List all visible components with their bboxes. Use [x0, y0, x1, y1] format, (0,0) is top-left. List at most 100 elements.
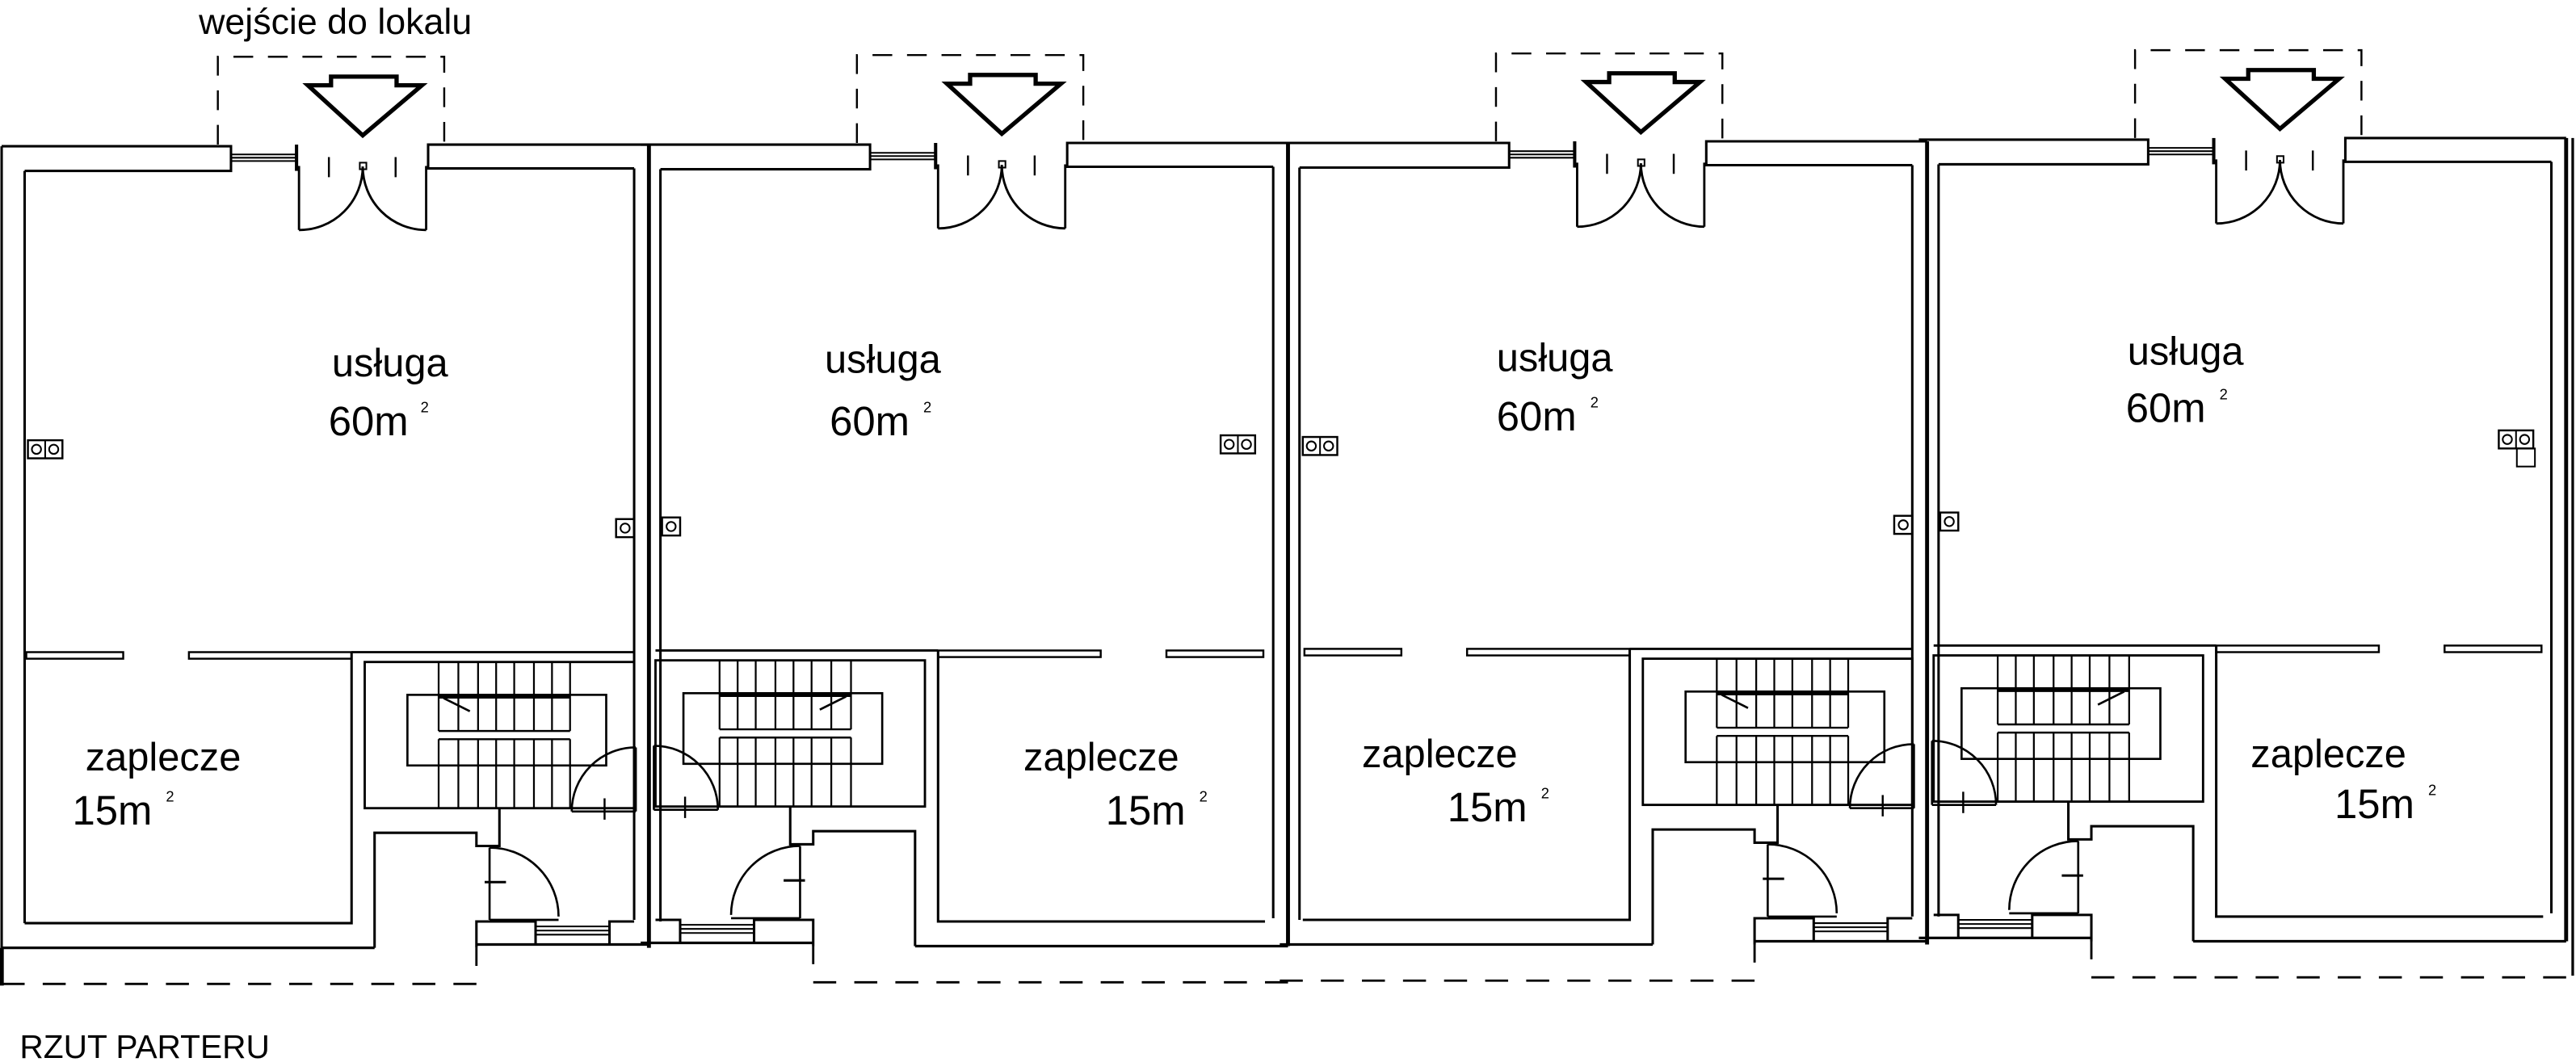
door-tick-marks: [327, 157, 397, 178]
door-tick-marks: [2245, 150, 2314, 171]
room-area: 60m: [2126, 385, 2206, 431]
walls-and-fixtures: [0, 48, 2574, 986]
unit-1: [0, 56, 651, 986]
door-center-post: [359, 162, 368, 170]
rear-window-icon: [536, 926, 610, 936]
rear-wall-opening: [1753, 917, 1913, 945]
stair-landing: [1960, 686, 2162, 761]
socket-box-single-icon: [1939, 511, 1960, 532]
entrance-door-leaf-left-icon: [936, 164, 1003, 230]
partition-wall-segment: [1465, 648, 1631, 657]
area-superscript: 2: [2220, 385, 2228, 402]
entrance-arrow-icon: [941, 73, 1067, 137]
unit-4: [1918, 48, 2569, 979]
stair-landing: [1684, 690, 1886, 764]
room-area: 60m: [329, 398, 409, 444]
entrance-arrow-icon: [1580, 71, 1706, 136]
partition-wall-segment: [1303, 648, 1403, 657]
rear-section: [2, 651, 649, 985]
back-room-area: 15m: [1448, 784, 1528, 830]
entrance-canopy-outline: [1494, 52, 1724, 141]
rear-section: [1280, 648, 1927, 982]
partition-wall-segment: [2444, 644, 2543, 653]
unit-2: [641, 53, 1290, 984]
vestibule-wall: [2067, 801, 2195, 942]
rear-window-icon: [1958, 918, 2032, 930]
entrance-door-leaf-right-icon: [2279, 159, 2345, 225]
entrance-canopy-outline: [855, 53, 1085, 144]
stair-direction-arrow-icon: [1721, 694, 1749, 709]
rear-door-icon: [488, 846, 560, 921]
room-area: 60m: [1497, 393, 1577, 439]
front-wall-left: [641, 143, 872, 171]
staircase-outline: [1932, 654, 2204, 803]
back-room-name: zaplecze: [1023, 736, 1179, 779]
stair-flight-edges: [439, 729, 570, 741]
small-box-icon: [2515, 447, 2536, 468]
back-room-wall: [1302, 649, 1632, 921]
stair-direction-arrow-icon: [819, 695, 847, 711]
entrance-door-leaf-left-icon: [297, 166, 364, 232]
stair-treads: [1996, 655, 2130, 802]
stair-treads: [718, 660, 852, 807]
door-tick-marks: [967, 155, 1036, 176]
front-wall-right: [427, 143, 649, 170]
stair-treads: [1716, 658, 1850, 805]
rear-wall-opening: [655, 918, 815, 947]
unit-3: [1280, 52, 1930, 982]
front-wall-left: [1280, 141, 1511, 170]
room-name: usługa: [825, 338, 942, 382]
plot-boundary-dashed: [2, 947, 478, 985]
rear-door-icon: [1767, 843, 1838, 918]
socket-icon: [1897, 519, 1909, 531]
stair-flight-edges: [719, 728, 851, 739]
entrance-canopy-outline: [216, 56, 446, 145]
socket-icon: [1305, 440, 1317, 451]
area-superscript: 2: [1541, 785, 1549, 802]
front-wall-right: [2343, 136, 2566, 163]
unit-4-labels: usługa 60m 2 zaplecze 15m 2: [2126, 330, 2436, 827]
drawing-title: RZUT PARTERU: [19, 1028, 269, 1062]
socket-icon: [1944, 516, 1955, 527]
plot-boundary-dashed: [2090, 941, 2566, 979]
door-center-post: [1637, 158, 1645, 167]
unit-3-labels: usługa 60m 2 zaplecze 15m 2: [1362, 337, 1613, 830]
back-room-area: 15m: [2334, 781, 2414, 827]
socket-icon: [1241, 439, 1252, 450]
entrance-arrow-icon: [302, 74, 428, 139]
stair-landing: [406, 694, 607, 767]
partition-wall-segment: [2215, 644, 2381, 653]
rear-section: [1918, 644, 2566, 979]
staircase-outline: [654, 659, 927, 808]
socket-box-single-icon: [661, 516, 682, 537]
unit-2-labels: usługa 60m 2 zaplecze 15m 2: [825, 338, 1208, 833]
stair-direction-arrow-icon: [2097, 691, 2125, 706]
socket-icon: [2519, 434, 2531, 445]
rear-wall-opening: [1933, 913, 2093, 942]
entrance-door-leaf-left-icon: [1576, 162, 1642, 229]
rear-door-icon: [2008, 840, 2080, 915]
back-room-wall: [2215, 645, 2544, 918]
vestibule-wall: [373, 808, 501, 948]
front-wall-left: [1918, 138, 2149, 166]
plot-boundary-dashed: [1280, 944, 1756, 982]
vestibule-wall: [1651, 804, 1780, 945]
back-room-name: zaplecze: [2250, 732, 2406, 776]
plot-boundary-dashed: [812, 946, 1288, 984]
area-superscript: 2: [1591, 393, 1599, 410]
stair-landing: [682, 692, 884, 766]
entrance-arrow-icon: [2219, 68, 2345, 132]
back-room-wall: [24, 652, 353, 925]
room-name: usługa: [332, 342, 449, 385]
socket-icon: [31, 443, 42, 455]
socket-icon: [48, 443, 60, 455]
staircase-outline: [363, 661, 636, 810]
back-room-area: 15m: [1106, 787, 1186, 833]
area-superscript: 2: [166, 788, 174, 805]
stair-flight-edges: [1717, 726, 1849, 737]
stair-direction-arrow-icon: [443, 697, 471, 712]
partition-wall-segment: [25, 651, 124, 660]
back-room-name: zaplecze: [1362, 732, 1518, 776]
vestibule-wall: [788, 806, 917, 947]
